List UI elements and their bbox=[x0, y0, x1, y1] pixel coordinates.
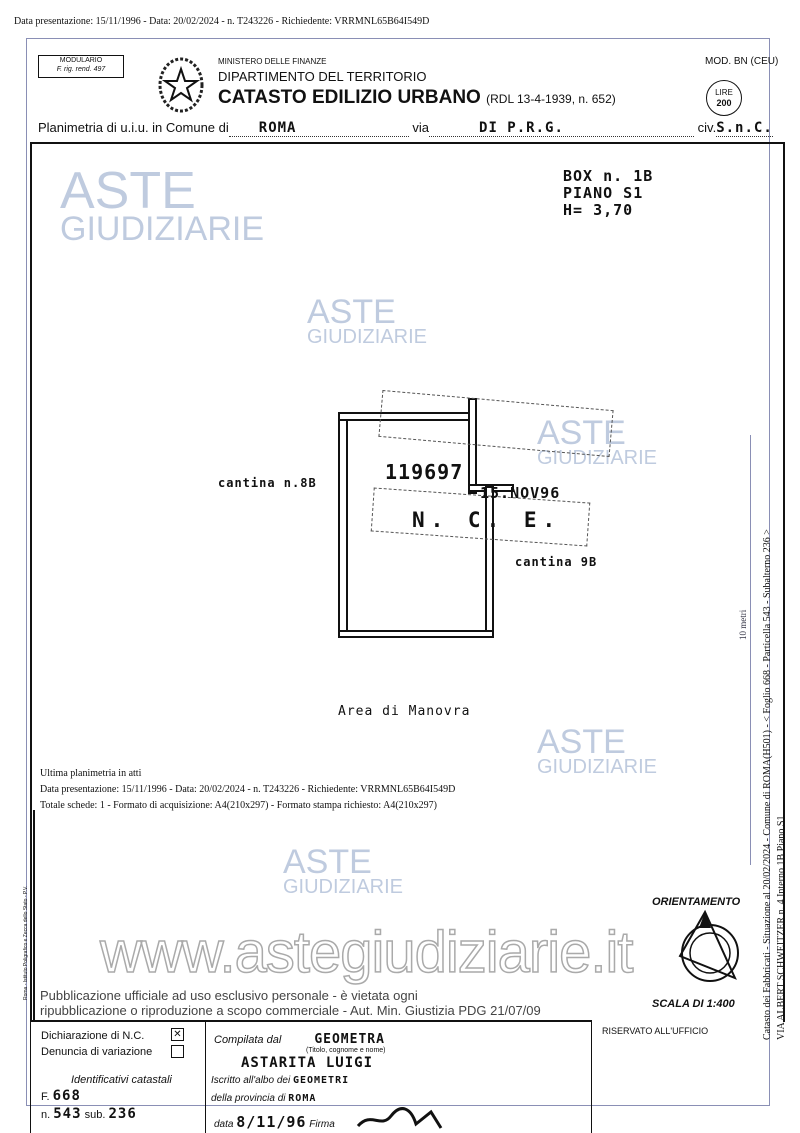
orientamento-label: ORIENTAMENTO bbox=[652, 896, 741, 908]
wall-left bbox=[338, 412, 348, 638]
cantina-right-label: cantina 9B bbox=[515, 555, 598, 569]
stamp-date: 15.NOV96 bbox=[480, 484, 561, 502]
signature bbox=[356, 1107, 443, 1129]
variazione-checkbox[interactable] bbox=[171, 1045, 184, 1058]
left-rule bbox=[33, 810, 35, 1020]
cantina-left-label: cantina n.8B bbox=[218, 476, 317, 490]
page-frame bbox=[26, 38, 770, 1106]
declaration-cell: Dichiarazione di N.C. ✕ Denuncia di vari… bbox=[30, 1020, 206, 1133]
scale-label: SCALA DI 1:400 bbox=[652, 998, 735, 1010]
side-info-line2: VIA ALBERT SCHWEITZER n. 4 Interno 1B Pi… bbox=[776, 815, 787, 1041]
scale-bar-label: 10 metri bbox=[738, 609, 748, 640]
nc-checkbox-checked[interactable]: ✕ bbox=[171, 1028, 184, 1041]
modulario-box: MODULARIO F. rig. rend. 497 bbox=[38, 55, 124, 78]
printer-note: Roma - Istituto Poligrafico e Zecca dell… bbox=[23, 885, 29, 1000]
office-reserved-label: RISERVATO ALL'UFFICIO bbox=[602, 1026, 709, 1036]
mod-label: MOD. BN (CEU) bbox=[705, 56, 779, 67]
republic-emblem-icon bbox=[158, 57, 204, 113]
ministry-label: MINISTERO DELLE FINANZE bbox=[218, 57, 327, 66]
modulario-sub: F. rig. rend. 497 bbox=[56, 66, 106, 73]
comune-value: ROMA bbox=[228, 120, 409, 137]
doc-title: CATASTO EDILIZIO URBANO (RDL 13-4-1939, … bbox=[218, 87, 616, 108]
north-compass-icon bbox=[678, 909, 739, 982]
compiler-cell: Compilata dal GEOMETRA (Titolo, cognome … bbox=[205, 1020, 592, 1133]
top-info-line: Data presentazione: 15/11/1996 - Data: 2… bbox=[14, 16, 430, 27]
watermark-notice: Pubblicazione ufficiale ad uso esclusivo… bbox=[40, 988, 418, 1003]
drawing-area bbox=[30, 142, 785, 1022]
stamp-nce: N. C. E. bbox=[412, 508, 562, 532]
side-info-line1: Catasto dei Fabbricati - Situazione al 2… bbox=[762, 529, 773, 1040]
overlay-format-line: Totale schede: 1 - Formato di acquisizio… bbox=[40, 800, 437, 811]
ultima-planimetria: Ultima planimetria in atti bbox=[40, 768, 142, 779]
watermark-site: www.astegiudiziarie.it bbox=[99, 920, 634, 985]
watermark-notice: ripubblicazione o riproduzione a scopo c… bbox=[40, 1003, 541, 1018]
scale-bar bbox=[750, 435, 751, 865]
wall-step bbox=[468, 398, 477, 494]
wall-bottom bbox=[338, 630, 494, 638]
stamp-number: 119697 bbox=[385, 460, 464, 484]
department-label: DIPARTIMENTO DEL TERRITORIO bbox=[218, 69, 427, 84]
via-value: DI P.R.G. bbox=[429, 120, 695, 137]
area-label: Area di Manovra bbox=[338, 704, 471, 719]
civ-value: S.n.C. bbox=[716, 120, 773, 137]
modulario-label: MODULARIO bbox=[59, 57, 103, 64]
overlay-info-line: Data presentazione: 15/11/1996 - Data: 2… bbox=[40, 784, 456, 795]
